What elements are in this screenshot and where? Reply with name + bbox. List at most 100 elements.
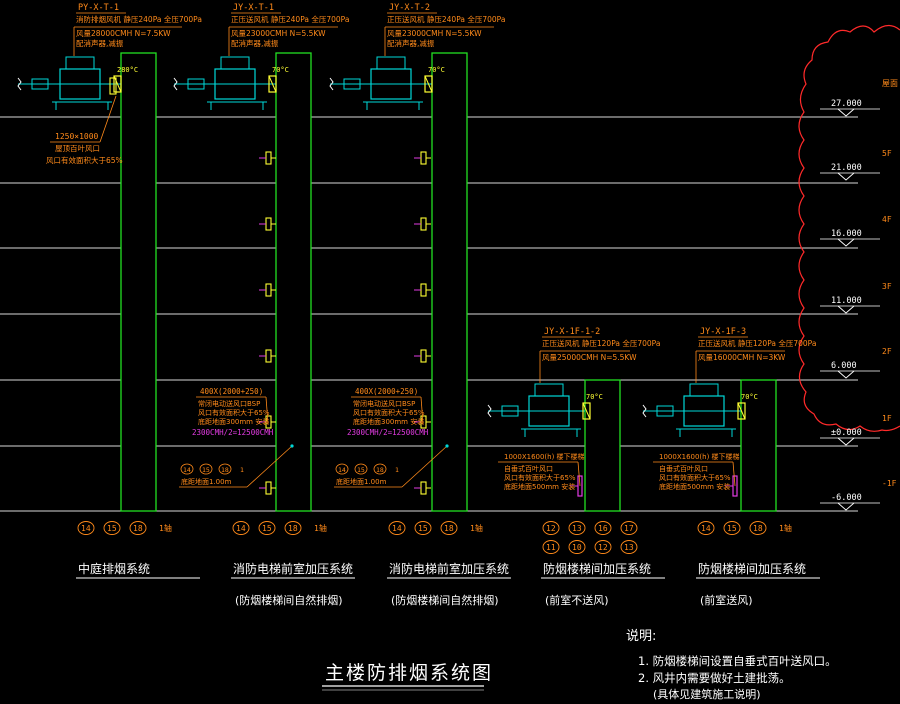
damper-temp-label: 280°C: [117, 66, 138, 74]
leader-dot: [445, 444, 449, 448]
axis-code: 18: [376, 466, 384, 474]
roof-grille-size: 1250×1000: [55, 132, 99, 141]
axis-bubble-icon: [749, 521, 767, 535]
axis-bubble-icon: [335, 463, 349, 475]
outlet-damper-icon: [420, 217, 427, 231]
axis-code: 15: [727, 524, 737, 533]
level-triangle-icon: [837, 238, 855, 247]
level-elevation: 16.000: [831, 229, 862, 239]
axis-code: 1轴: [314, 523, 327, 533]
axis-code: 14: [338, 466, 346, 474]
fan-spec-3: 配消声器,减振: [231, 38, 279, 48]
axis-bubble-icon: [568, 540, 586, 554]
level-triangle-icon: [837, 108, 855, 117]
roof-grille-line1: 屋顶百叶风口: [55, 144, 100, 153]
axis-bubble-icon: [354, 463, 368, 475]
outlet-note-leader: [420, 396, 424, 425]
outlet-damper-icon: [420, 349, 427, 363]
air-outlet-2-6: [414, 481, 431, 495]
damper-temp-label: 70°C: [741, 393, 758, 401]
outlet-note-line3: 风口有效面积大于65%: [353, 408, 425, 417]
isolator-icon: [173, 77, 178, 91]
system-title: 消防电梯前室加压系统: [233, 561, 353, 576]
fan-tag: JY-X-1F-3: [700, 327, 746, 337]
fan-housing-icon: [376, 56, 406, 70]
damper-blade: [737, 402, 746, 420]
shaft-stair-1: [584, 379, 621, 512]
axis-code: 11: [546, 543, 556, 552]
level-elevation: -6.000: [831, 493, 862, 503]
axis-code: 18: [753, 524, 763, 533]
outlet-note-line4: 底距地面300mm 安装: [353, 417, 424, 426]
fan-housing-icon: [534, 383, 564, 397]
fan-spec-1: 正压送风机 静压120Pa 全压700Pa: [698, 338, 816, 348]
roof-grille-leader: [99, 95, 117, 143]
roof-label: 屋面: [882, 79, 898, 88]
fan-spec-2: 风量16000CMH N=3KW: [698, 353, 786, 362]
axis-code: 17: [624, 524, 634, 533]
fan-housing-icon: [220, 56, 250, 70]
note-1: 1. 防烟楼梯间设置自垂式百叶送风口。: [638, 654, 837, 668]
revision-cloud: [798, 24, 900, 432]
louver-outlet-1: [570, 475, 583, 497]
axis-bubble-icon: [723, 521, 741, 535]
system-title: 中庭排烟系统: [78, 561, 150, 576]
motor-icon: [501, 405, 519, 417]
lower-note-text: 底距地面1.00m: [181, 477, 232, 486]
damper-blade: [268, 75, 277, 93]
axis-bubble-icon: [568, 521, 586, 535]
axis-bubble-icon: [594, 540, 612, 554]
outlet-damper-icon: [265, 151, 272, 165]
damper-temp-label: 70°C: [428, 66, 445, 74]
axis-code: 14: [236, 524, 246, 533]
shaft-outlets: [109, 77, 738, 497]
louver-note-size: 1000X1600(h) 楼下楼梯: [504, 452, 585, 461]
system-subtitle: (前室不送风): [545, 593, 609, 607]
fan-spec-2: 风量23000CMH N=5.5KW: [231, 29, 326, 38]
axis-code: 18: [444, 524, 454, 533]
axis-bubble-icon: [77, 521, 95, 535]
axis-bubble-icon: [697, 521, 715, 535]
leader-dot: [290, 444, 294, 448]
motor-icon: [343, 78, 361, 90]
level-triangle-icon: [837, 305, 855, 314]
axis-bubble-icon: [232, 521, 250, 535]
shaft-elevator-1: [275, 52, 312, 512]
axis-code: 1轴: [470, 523, 483, 533]
axis-code: 15: [262, 524, 272, 533]
axis-code: 13: [572, 524, 582, 533]
motor-icon: [187, 78, 205, 90]
isolator-icon: [17, 77, 22, 91]
axis-code: 1轴: [159, 523, 172, 533]
axis-code: 14: [81, 524, 91, 533]
outlet-damper-icon: [420, 151, 427, 165]
damper-temp-label: 70°C: [586, 393, 603, 401]
fan-spec-2: 风量23000CMH N=5.5KW: [387, 29, 482, 38]
axis-bubble-icon: [199, 463, 213, 475]
fan-spec-3: 配消声器,减振: [387, 38, 435, 48]
louver-note-1: 1000X1600(h) 楼下楼梯自垂式百叶风口风口有效面积大于65%底距地面5…: [498, 452, 585, 491]
air-outlet-1-2: [259, 217, 276, 231]
axis-code: 14: [183, 466, 191, 474]
axis-bubble-icon: [218, 463, 232, 475]
axis-bubble-icon: [594, 521, 612, 535]
fan-housing-icon: [689, 383, 719, 397]
system-subtitle: (前室送风): [700, 593, 753, 607]
louver-note-2: 1000X1600(h) 楼下楼梯自垂式百叶风口风口有效面积大于65%底距地面5…: [653, 452, 740, 491]
fan-spec-3: 配消声器,减振: [76, 38, 124, 48]
axis-bubble-icon: [620, 540, 638, 554]
notes-heading: 说明:: [626, 629, 656, 644]
fan-spec-1: 正压送风机 静压240Pa 全压700Pa: [387, 14, 505, 24]
shaft-elevator-2: [431, 52, 468, 512]
outlet-note-line5: 2300CMH/2=12500CMH: [192, 428, 274, 437]
outlet-damper-icon: [420, 481, 427, 495]
outlet-damper-icon: [420, 283, 427, 297]
note-3: (具体见建筑施工说明): [653, 687, 761, 701]
